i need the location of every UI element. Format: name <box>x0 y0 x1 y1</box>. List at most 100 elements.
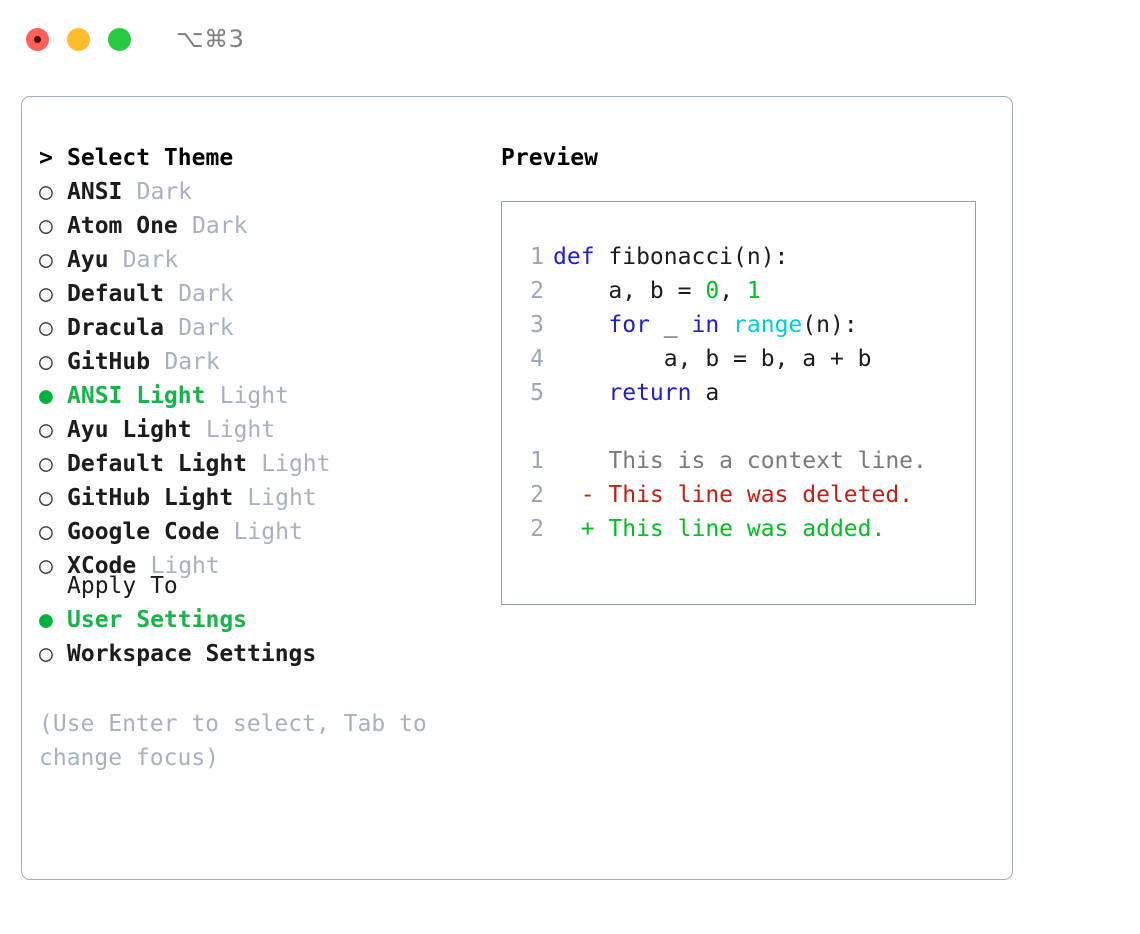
theme-option-ayu[interactable]: ○ Ayu Dark <box>39 247 479 281</box>
code-token: range <box>733 312 803 338</box>
theme-option-google-code[interactable]: ○ Google Code Light <box>39 519 479 553</box>
theme-option-kind-badge: Light <box>219 383 289 409</box>
code-token: in <box>691 312 720 338</box>
theme-option-label: GitHub Light <box>67 485 234 511</box>
radio-unselected-icon: ○ <box>39 281 53 307</box>
radio-unselected-icon: ○ <box>39 179 53 205</box>
theme-option-github-light[interactable]: ○ GitHub Light Light <box>39 485 479 519</box>
theme-option-label: Dracula <box>67 315 164 341</box>
line-number: 3 <box>530 312 544 338</box>
apply-to-options: ●User Settings○Workspace Settings <box>39 607 479 675</box>
close-icon <box>34 35 41 43</box>
apply-to-option-workspace-settings[interactable]: ○Workspace Settings <box>39 641 479 675</box>
zoom-button[interactable] <box>108 27 131 51</box>
code-token: a <box>691 380 720 406</box>
radio-unselected-icon: ○ <box>39 247 53 273</box>
line-number: 1 <box>530 244 544 270</box>
apply-to-label: Apply To <box>67 573 178 599</box>
diff-line: 1 This is a context line. <box>502 444 975 478</box>
radio-unselected-icon: ○ <box>39 553 53 579</box>
diff-line-text: This is a context line. <box>553 448 927 474</box>
radio-selected-icon: ● <box>39 607 53 633</box>
theme-option-label: Atom One <box>67 213 178 239</box>
theme-option-kind-badge: Dark <box>136 179 193 205</box>
theme-option-kind-badge: Dark <box>178 281 234 307</box>
diff-line: 2 - This line was deleted. <box>502 478 975 512</box>
code-token <box>719 312 733 338</box>
code-token: def <box>553 244 595 270</box>
diff-line-text: + This line was added. <box>553 516 886 542</box>
code-token: (n): <box>802 312 858 338</box>
radio-unselected-icon: ○ <box>39 451 53 477</box>
preview-spacer <box>502 410 975 444</box>
code-token: return <box>608 380 692 406</box>
select-theme-header: > Select Theme <box>39 145 479 179</box>
apply-to-group: Apply To ●User Settings○Workspace Settin… <box>39 573 479 675</box>
theme-option-label: Ayu Light <box>67 417 192 443</box>
diff-line-number: 2 <box>530 482 544 508</box>
code-line-text: for _ in range(n): <box>553 308 858 342</box>
theme-option-label: Ayu <box>67 247 109 273</box>
theme-option-kind-badge: Dark <box>164 349 220 375</box>
radio-unselected-icon: ○ <box>39 485 53 511</box>
theme-option-label: GitHub <box>67 349 151 375</box>
code-line-text: a, b = b, a + b <box>553 342 872 376</box>
theme-option-kind-badge: Light <box>233 519 303 545</box>
prompt-caret-icon: > <box>39 145 53 171</box>
radio-unselected-icon: ○ <box>39 213 53 239</box>
minimize-button[interactable] <box>67 27 90 51</box>
code-line: 1 def fibonacci(n): <box>502 240 975 274</box>
radio-unselected-icon: ○ <box>39 417 53 443</box>
theme-option-label: Google Code <box>67 519 220 545</box>
apply-to-heading: Apply To <box>39 573 479 607</box>
theme-option-kind-badge: Dark <box>122 247 179 273</box>
theme-option-github[interactable]: ○ GitHub Dark <box>39 349 479 383</box>
theme-option-label: ANSI Light <box>67 383 206 409</box>
code-line: 3 for _ in range(n): <box>502 308 975 342</box>
code-line-text: return a <box>553 376 719 410</box>
code-line: 4 a, b = b, a + b <box>502 342 975 376</box>
radio-unselected-icon: ○ <box>39 349 53 375</box>
code-token: fibonacci(n): <box>594 244 789 270</box>
diff-line-number: 1 <box>530 448 544 474</box>
code-token: _ <box>649 312 692 338</box>
code-token: , <box>719 278 747 304</box>
theme-option-default-light[interactable]: ○ Default Light Light <box>39 451 479 485</box>
theme-option-kind-badge: Light <box>150 553 220 579</box>
diff-line-number: 2 <box>530 516 544 542</box>
close-button[interactable] <box>26 27 49 51</box>
code-line: 5 return a <box>502 376 975 410</box>
apply-to-option-user-settings[interactable]: ●User Settings <box>39 607 479 641</box>
page-title: Select Theme <box>67 145 234 171</box>
diff-sample: 1 This is a context line.2 - This line w… <box>502 444 975 546</box>
code-line-text: a, b = 0, 1 <box>553 274 761 308</box>
code-token: a, b = <box>608 278 706 304</box>
theme-option-label: Default Light <box>67 451 248 477</box>
code-token: a, b = b, a + b <box>663 346 872 372</box>
line-number: 5 <box>530 380 544 406</box>
radio-unselected-icon: ○ <box>39 519 53 545</box>
diff-line-text: - This line was deleted. <box>553 482 914 508</box>
code-token: 1 <box>746 278 761 304</box>
theme-option-kind-badge: Light <box>247 485 317 511</box>
theme-option-kind-badge: Light <box>261 451 331 477</box>
code-token: for <box>608 312 650 338</box>
window-controls <box>26 27 131 51</box>
keyboard-hint-text: (Use Enter to select, Tab to change focu… <box>39 711 427 771</box>
radio-unselected-icon: ○ <box>39 641 53 667</box>
